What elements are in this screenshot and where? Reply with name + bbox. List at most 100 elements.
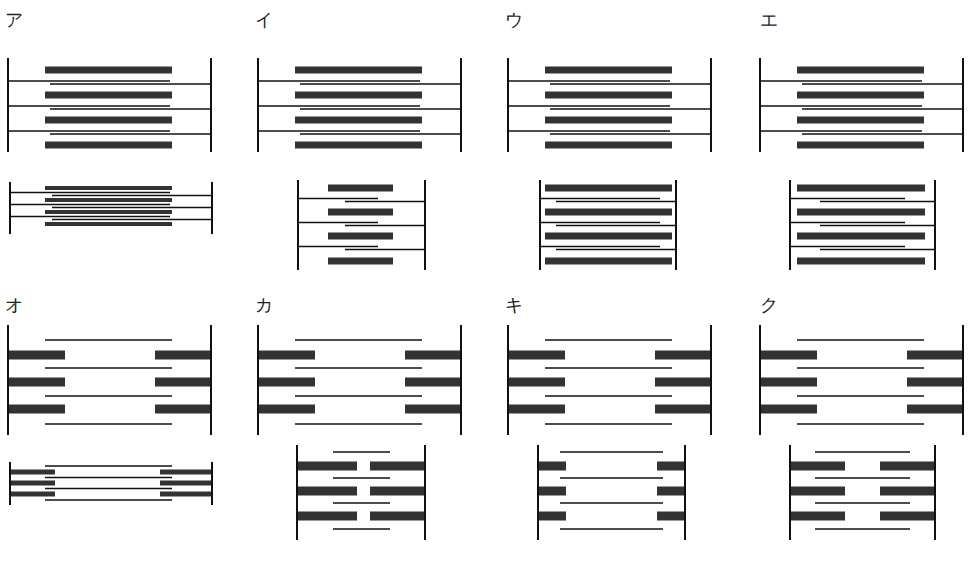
thin-filament <box>50 133 211 134</box>
thin-filament <box>333 477 390 478</box>
thick-filament <box>370 512 425 521</box>
z-line <box>789 180 791 270</box>
z-line <box>460 58 462 152</box>
thin-filament <box>300 83 461 84</box>
thick-filament <box>295 117 422 124</box>
thick-filament <box>297 512 357 521</box>
thin-filament <box>802 133 963 134</box>
z-line <box>210 58 212 152</box>
thick-filament <box>797 67 924 74</box>
thick-filament <box>797 185 925 192</box>
thick-filament <box>538 512 566 521</box>
z-line <box>211 462 213 505</box>
thin-filament <box>545 423 672 424</box>
thick-filament <box>545 117 672 124</box>
thick-filament <box>370 462 425 471</box>
thin-filament <box>300 108 461 109</box>
thick-filament <box>545 209 672 216</box>
thick-filament <box>790 487 845 496</box>
thin-filament <box>820 249 935 250</box>
thin-filament <box>815 477 910 478</box>
thick-filament <box>545 233 672 240</box>
thick-filament <box>797 117 924 124</box>
thin-filament <box>333 528 390 529</box>
thick-filament <box>8 378 65 387</box>
thick-filament <box>760 378 817 387</box>
thick-filament <box>797 92 924 99</box>
thin-filament <box>556 249 676 250</box>
thin-filament <box>50 108 211 109</box>
thick-filament <box>907 405 963 414</box>
thick-filament <box>790 462 845 471</box>
thick-filament <box>880 512 935 521</box>
thick-filament <box>655 378 711 387</box>
thin-filament <box>797 423 924 424</box>
thin-filament <box>508 80 670 81</box>
z-line <box>460 325 462 435</box>
thin-filament <box>45 367 172 368</box>
panel-label: イ <box>255 10 273 30</box>
panel-label: ウ <box>505 10 523 30</box>
thick-filament <box>295 67 422 74</box>
z-line <box>7 58 9 152</box>
thick-filament <box>328 209 393 216</box>
z-line <box>210 325 212 435</box>
thin-filament <box>298 198 378 199</box>
thick-filament <box>297 487 357 496</box>
thick-filament <box>45 67 172 74</box>
thin-filament <box>45 499 172 500</box>
thick-filament <box>370 487 425 496</box>
thick-filament <box>155 405 211 414</box>
z-line <box>9 462 11 505</box>
thin-filament <box>790 222 905 223</box>
thick-filament <box>328 258 393 265</box>
thin-filament <box>540 246 660 247</box>
thick-filament <box>155 351 211 360</box>
thick-filament <box>258 351 315 360</box>
thick-filament <box>45 210 172 214</box>
panel-label: オ <box>5 295 23 315</box>
thin-filament <box>560 502 663 503</box>
thin-filament <box>556 225 676 226</box>
z-line <box>962 58 964 152</box>
thin-filament <box>797 339 924 340</box>
thin-filament <box>560 477 663 478</box>
thick-filament <box>8 405 65 414</box>
thick-filament <box>790 512 845 521</box>
thin-filament <box>10 204 170 205</box>
thin-filament <box>8 80 170 81</box>
z-line <box>257 325 259 435</box>
z-line <box>9 182 11 234</box>
thick-filament <box>258 405 315 414</box>
z-line <box>424 445 426 540</box>
thick-filament <box>657 512 685 521</box>
panel-label: キ <box>505 295 523 315</box>
z-line <box>934 180 936 270</box>
panel-label: カ <box>255 295 273 315</box>
thick-filament <box>797 209 925 216</box>
thick-filament <box>508 378 565 387</box>
thin-filament <box>52 207 212 208</box>
thin-filament <box>258 105 420 106</box>
thin-filament <box>550 83 711 84</box>
thin-filament <box>8 105 170 106</box>
thin-filament <box>333 451 390 452</box>
thin-filament <box>45 488 172 489</box>
z-line <box>789 445 791 540</box>
thick-filament <box>45 198 172 202</box>
thick-filament <box>655 351 711 360</box>
thin-filament <box>815 502 910 503</box>
thick-filament <box>655 405 711 414</box>
thin-filament <box>815 528 910 529</box>
thin-filament <box>540 222 660 223</box>
z-line <box>537 445 539 540</box>
thick-filament <box>45 117 172 124</box>
z-line <box>257 58 259 152</box>
thin-filament <box>797 395 924 396</box>
z-line <box>710 325 712 435</box>
thin-filament <box>797 367 924 368</box>
z-line <box>424 180 426 270</box>
z-line <box>507 325 509 435</box>
thick-filament <box>545 67 672 74</box>
